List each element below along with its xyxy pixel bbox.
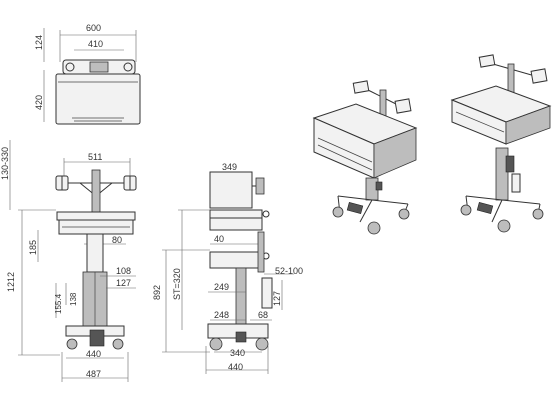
dim-front-base-outer: 487: [86, 369, 101, 379]
dim-top-depth-body: 420: [34, 95, 44, 110]
dim-front-total-height: 1212: [6, 272, 16, 292]
dim-side-foot: 68: [258, 310, 268, 320]
top-view: 600 410 124 420: [34, 23, 141, 125]
dim-front-tray-height: 185: [28, 240, 38, 255]
dim-front-monitor-height: 130-330: [0, 147, 10, 180]
dim-front-base-inner: 440: [86, 349, 101, 359]
dim-side-top-width: 349: [222, 162, 237, 172]
dim-top-width-overall: 600: [86, 23, 101, 33]
dim-front-column-d: 155.4: [54, 293, 63, 314]
isometric-cart-left: [312, 80, 418, 235]
dim-side-post-offset: 249: [214, 282, 229, 292]
dim-side-height-total: 892: [152, 285, 162, 300]
side-view: 349 40 892 ST=320 249 52-100 127: [152, 162, 303, 374]
dim-front-drawer-depth: 80: [112, 235, 122, 245]
dim-top-width-inner: 410: [88, 39, 103, 49]
dim-front-monitor-span: 511: [88, 152, 102, 162]
dim-side-shelf-gap: 40: [214, 234, 224, 244]
dim-side-tray-range: 52-100: [275, 266, 303, 276]
dim-front-column-c: 138: [69, 292, 78, 306]
dim-front-column-a: 108: [116, 266, 131, 276]
dim-front-column-b: 127: [116, 278, 131, 288]
dim-side-base-inner: 248: [214, 310, 229, 320]
dim-side-post-height: 127: [272, 291, 282, 306]
isometric-cart-right: [450, 54, 552, 233]
front-view: 511 130-330 1212 185 80 108 127: [0, 140, 137, 382]
dim-side-wheel-span: 340: [230, 348, 245, 358]
dim-side-base-outer: 440: [228, 362, 243, 372]
dim-top-depth-front: 124: [34, 35, 44, 50]
dim-side-height-st: ST=320: [172, 268, 182, 300]
